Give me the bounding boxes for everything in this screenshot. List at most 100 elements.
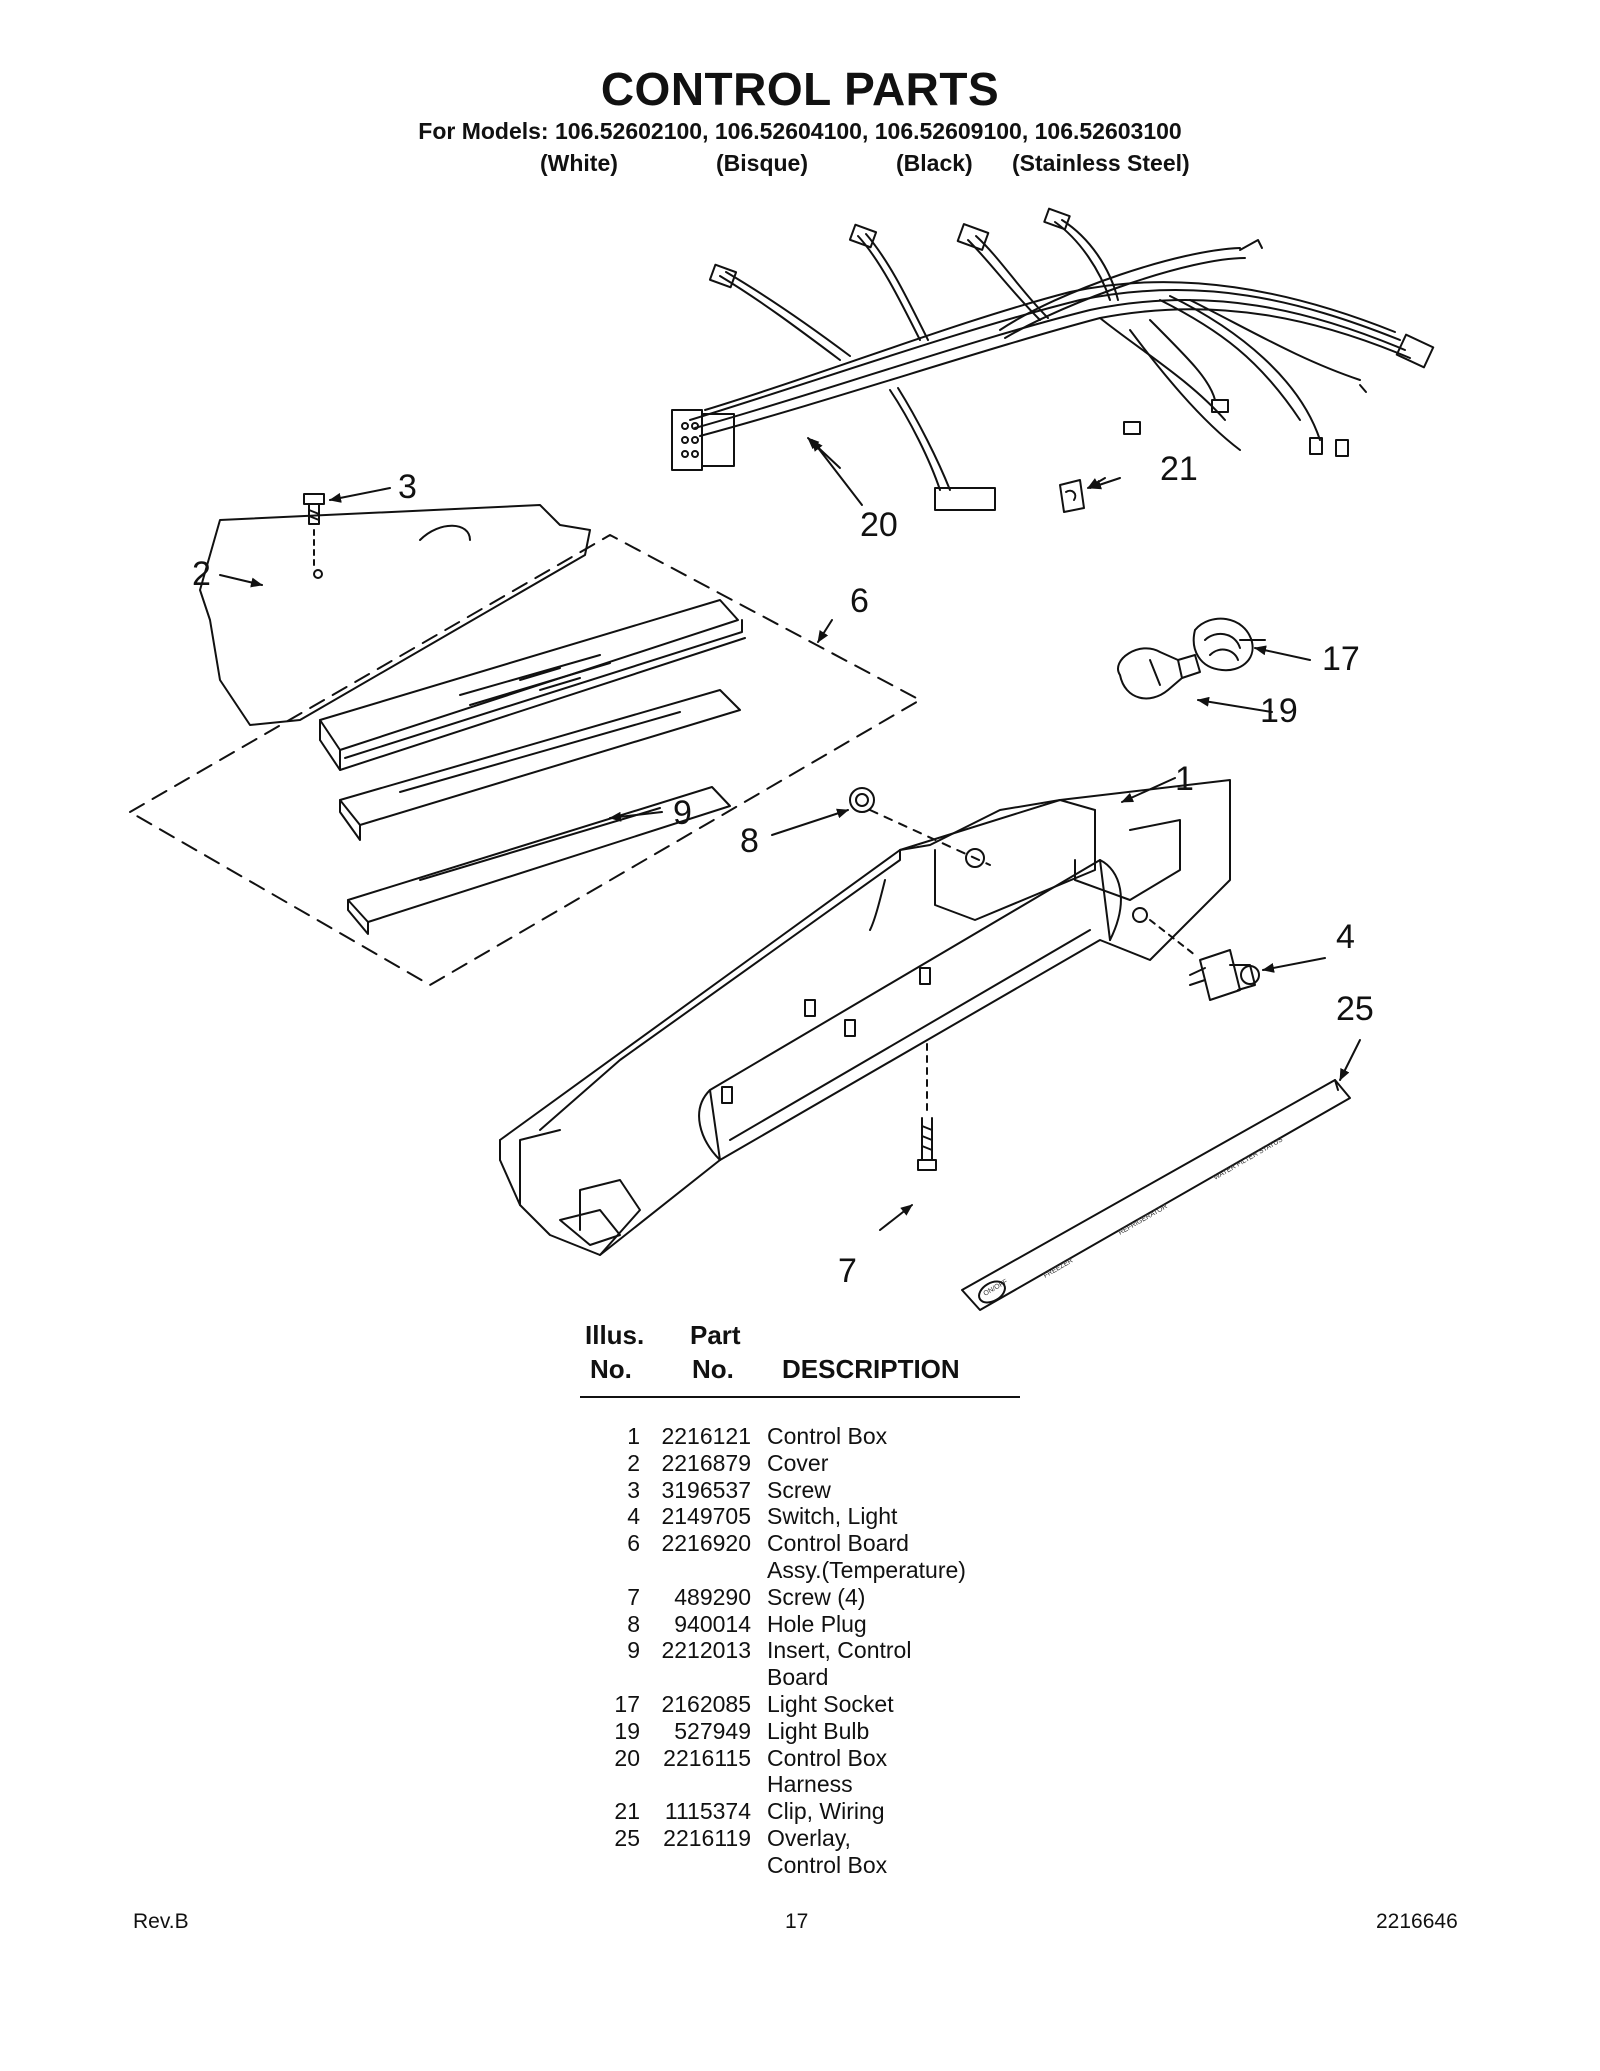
table-header-rule: [580, 1396, 1020, 1398]
description-line: Harness: [767, 1771, 853, 1798]
description-line: Hole Plug: [767, 1610, 867, 1637]
finish-bisque: (Bisque): [716, 150, 808, 176]
callout-leader-lines: [219, 437, 1361, 1231]
footer-revision: Rev.B: [133, 1910, 189, 1933]
finish-black: (Black): [896, 150, 973, 176]
table-row: 4 2149705 Switch, Light: [560, 1503, 1027, 1530]
overlay-refrigerator: REFRIGERATOR: [1118, 1203, 1169, 1237]
description-line: Screw: [767, 1476, 831, 1503]
finish-stainless-steel: (Stainless Steel): [1012, 150, 1190, 176]
finish-white: (White): [540, 150, 618, 176]
header-part-1: Part: [690, 1320, 741, 1350]
callout-21: 21: [1160, 450, 1198, 488]
part-description: Clip, Wiring: [751, 1798, 1027, 1825]
description-line: Board: [767, 1664, 829, 1691]
footer-document-number: 2216646: [1376, 1910, 1458, 1933]
cover-screw: [303, 493, 325, 571]
description-line: Screw (4): [767, 1583, 866, 1610]
illus-number: 8: [627, 1610, 640, 1637]
cover-plate: [199, 504, 591, 726]
part-number: 527949: [674, 1717, 751, 1744]
part-description: Overlay,Control Box: [751, 1825, 1027, 1879]
description-line: Control Board: [767, 1530, 909, 1557]
callout-9: 9: [673, 794, 692, 832]
part-description: Light Bulb: [751, 1718, 1027, 1745]
part-number: 2216119: [663, 1824, 751, 1851]
description-line: Insert, Control: [767, 1637, 912, 1664]
hole-plug: [849, 787, 991, 866]
wire-harness: [671, 207, 1435, 511]
part-number: 2162085: [661, 1690, 751, 1717]
callout-8: 8: [740, 822, 759, 860]
description-line: Cover: [767, 1449, 829, 1476]
part-description: Switch, Light: [751, 1503, 1027, 1530]
part-description: Screw (4): [751, 1584, 1027, 1611]
table-row: 17 2162085 Light Socket: [560, 1691, 1027, 1718]
footer-page-number: 17: [785, 1910, 809, 1933]
light-socket: [1192, 617, 1266, 672]
illus-number: 19: [614, 1717, 640, 1744]
table-row: 8 940014 Hole Plug: [560, 1611, 1027, 1638]
description-line: Switch, Light: [767, 1503, 898, 1530]
control-board-assembly-boundary: [129, 534, 921, 986]
description-line: Assy.(Temperature): [767, 1556, 966, 1583]
illus-number: 2: [627, 1449, 640, 1476]
table-row: 2 2216879 Cover: [560, 1450, 1027, 1477]
part-number: 2149705: [661, 1503, 751, 1530]
illus-number: 7: [627, 1583, 640, 1610]
callout-17: 17: [1322, 640, 1360, 678]
part-number: 2212013: [661, 1637, 751, 1664]
description-line: Light Bulb: [767, 1717, 870, 1744]
part-number: 940014: [674, 1610, 751, 1637]
control-box: [499, 779, 1231, 1256]
illus-number: 1: [627, 1423, 640, 1449]
description-line: Control Box: [767, 1851, 888, 1878]
part-description: Light Socket: [751, 1691, 1027, 1718]
callout-7: 7: [838, 1252, 857, 1290]
bottom-screw: [917, 1039, 937, 1171]
header-illus-2: No.: [590, 1354, 632, 1384]
exploded-parts-diagram: 1 2 3 4 6 7 8 9 17 19 20 21 25 WATER FIL…: [129, 207, 1435, 1311]
light-switch: [1149, 919, 1260, 1001]
callout-20: 20: [860, 506, 898, 544]
callout-25: 25: [1336, 990, 1374, 1028]
part-number: 3196537: [661, 1476, 751, 1503]
callout-2: 2: [192, 555, 211, 593]
part-number: 2216879: [661, 1449, 751, 1476]
callout-6: 6: [850, 582, 869, 620]
part-description: Screw: [751, 1477, 1027, 1504]
table-row: 21 1115374 Clip, Wiring: [560, 1798, 1027, 1825]
header-part-2: No.: [692, 1354, 734, 1384]
illus-number: 21: [614, 1798, 640, 1825]
part-number: 2216115: [663, 1744, 751, 1771]
overlay-freezer: FREEZER: [1043, 1257, 1075, 1279]
description-line: Control Box: [767, 1423, 888, 1449]
description-line: Light Socket: [767, 1690, 894, 1717]
header-description: DESCRIPTION: [782, 1354, 960, 1384]
illus-number: 4: [627, 1503, 640, 1530]
description-line: Clip, Wiring: [767, 1798, 885, 1825]
part-number: 2216920: [661, 1530, 751, 1557]
callout-3: 3: [398, 468, 417, 506]
illus-number: 20: [614, 1744, 640, 1771]
control-board: [319, 599, 746, 771]
light-bulb: [1117, 647, 1201, 700]
callout-1: 1: [1175, 760, 1194, 798]
clip-leader: [1089, 477, 1121, 490]
illus-number: 6: [627, 1530, 640, 1557]
illus-number: 9: [627, 1637, 640, 1664]
callout-19: 19: [1260, 692, 1298, 730]
illus-number: 17: [614, 1690, 640, 1717]
part-number: 1115374: [664, 1798, 751, 1825]
wiring-clip: [1059, 479, 1085, 513]
